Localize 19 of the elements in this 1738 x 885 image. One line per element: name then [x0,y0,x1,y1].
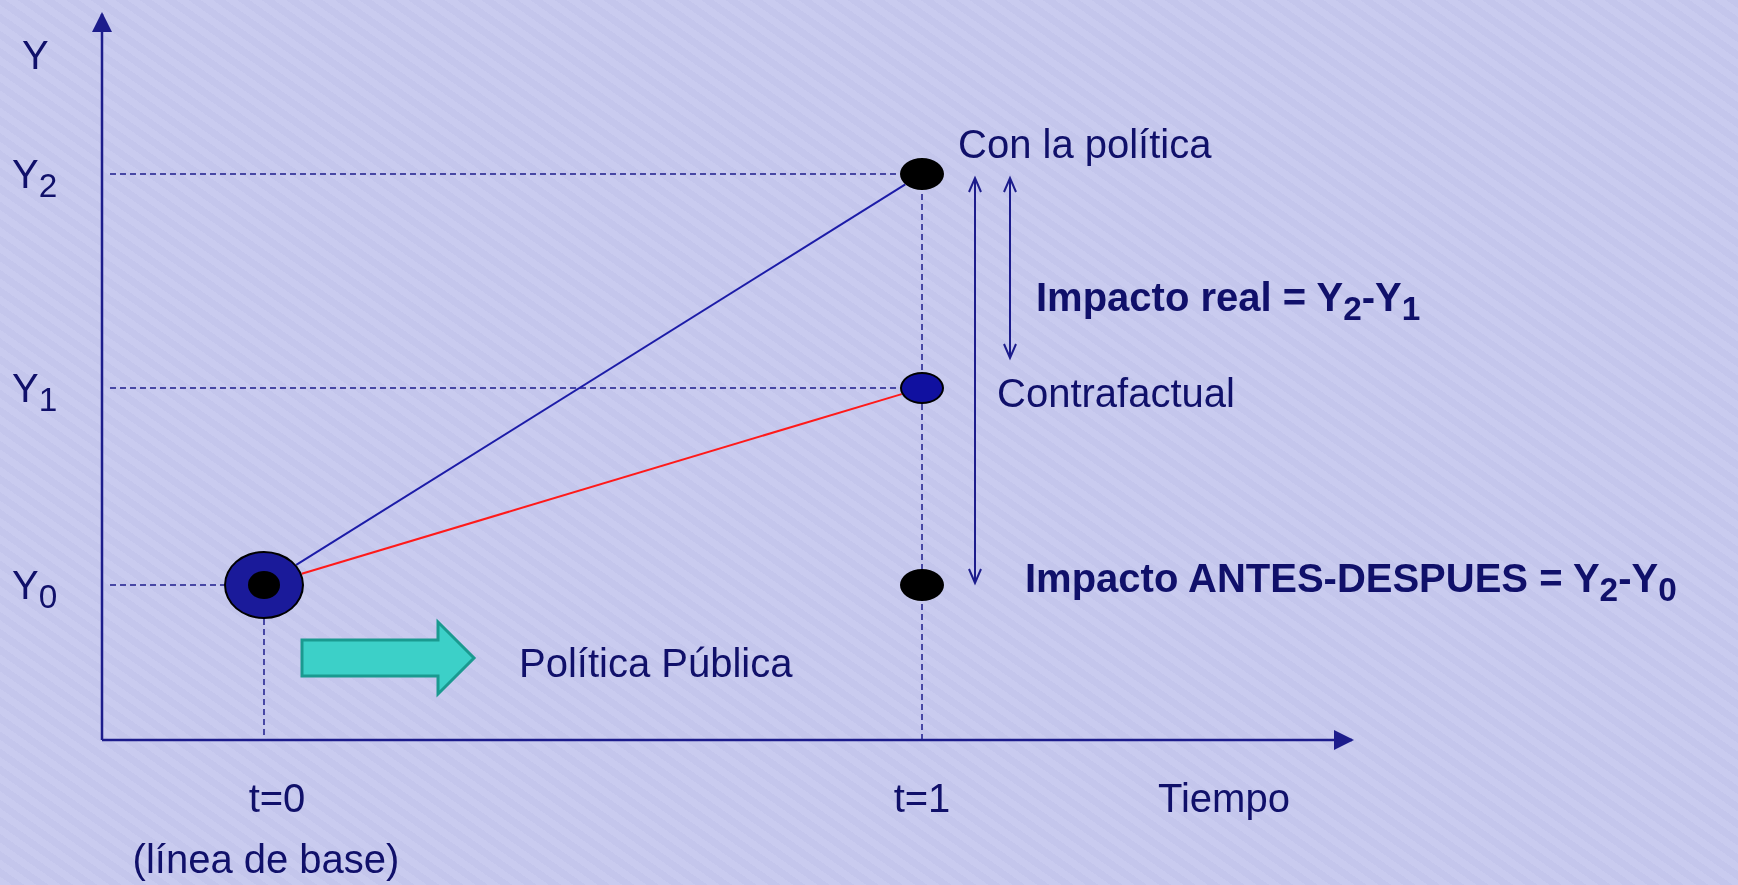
axis-tick-label: (línea de base) [132,839,400,879]
data-point [900,158,944,190]
baseline-point [224,551,304,619]
connector-line [300,393,903,575]
impact-label: Impacto ANTES-DESPUES = Y$_{2}$-Y$_{0}$ [1025,558,1677,607]
axis-label: Tiempo [1158,778,1290,818]
data-point [900,372,944,404]
axis-tick-label: Y$_{2}$ [12,154,58,203]
axis-tick-label: t=1 [893,778,951,818]
point-label: Con la política [958,124,1212,164]
axis-tick-label: Y$_{1}$ [12,368,58,417]
axis-tick-label: Y$_{0}$ [12,565,58,614]
axis-tick-label: t=0 [248,778,306,818]
impact-label: Impacto real = Y$_{2}$-Y$_{1}$ [1036,277,1421,326]
arrow-caption: Política Pública [519,643,793,683]
data-point [900,569,944,601]
axis-label: Y [22,35,49,75]
connector-line [295,183,907,566]
point-label: Contrafactual [997,373,1235,413]
